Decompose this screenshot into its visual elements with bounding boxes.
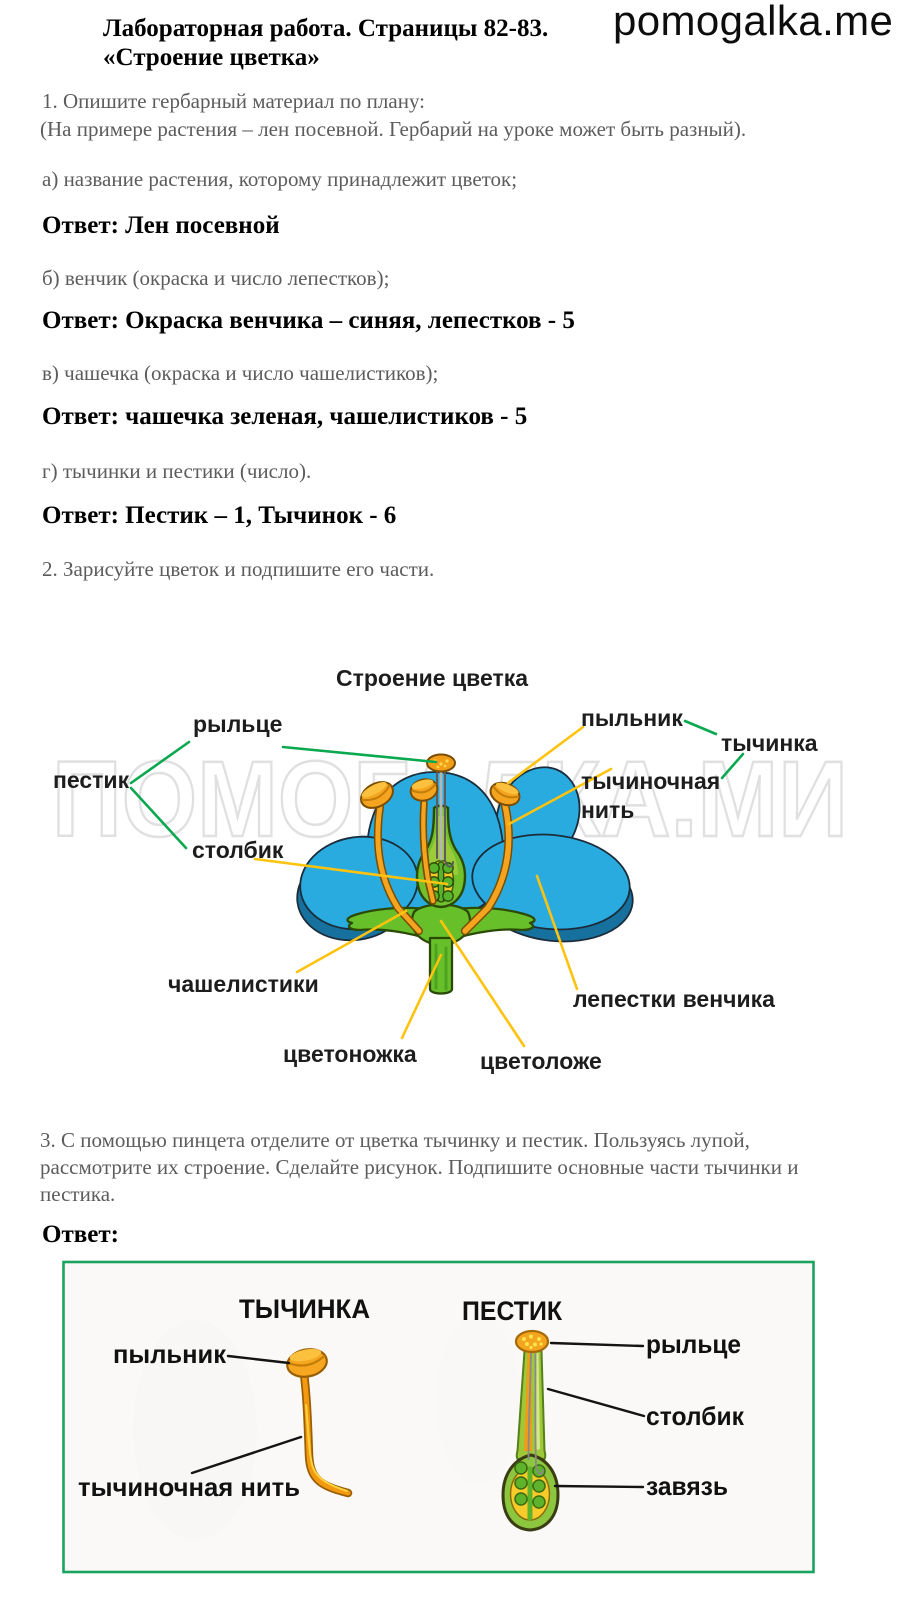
svg-text:Строение цветка: Строение цветка	[336, 665, 528, 691]
svg-text:тычиночная: тычиночная	[581, 768, 720, 794]
svg-text:лепестки венчика: лепестки венчика	[573, 986, 775, 1012]
svg-text:тычинка: тычинка	[721, 730, 818, 756]
svg-text:ТЫЧИНКА: ТЫЧИНКА	[239, 1294, 370, 1324]
svg-text:ПЕСТИК: ПЕСТИК	[462, 1296, 562, 1326]
svg-text:рыльце: рыльце	[646, 1329, 741, 1359]
svg-text:нить: нить	[581, 797, 634, 823]
svg-text:пестик: пестик	[53, 767, 130, 793]
svg-text:завязь: завязь	[646, 1471, 728, 1501]
svg-text:рыльце: рыльце	[193, 711, 282, 737]
svg-text:цветоложе: цветоложе	[480, 1048, 602, 1074]
svg-text:пыльник: пыльник	[113, 1339, 227, 1369]
svg-text:чашелистики: чашелистики	[168, 971, 319, 997]
svg-text:цветоножка: цветоножка	[283, 1041, 417, 1067]
svg-text:тычиночная нить: тычиночная нить	[78, 1472, 300, 1502]
svg-text:столбик: столбик	[646, 1401, 745, 1431]
svg-text:столбик: столбик	[192, 837, 284, 863]
svg-text:пыльник: пыльник	[581, 705, 683, 731]
